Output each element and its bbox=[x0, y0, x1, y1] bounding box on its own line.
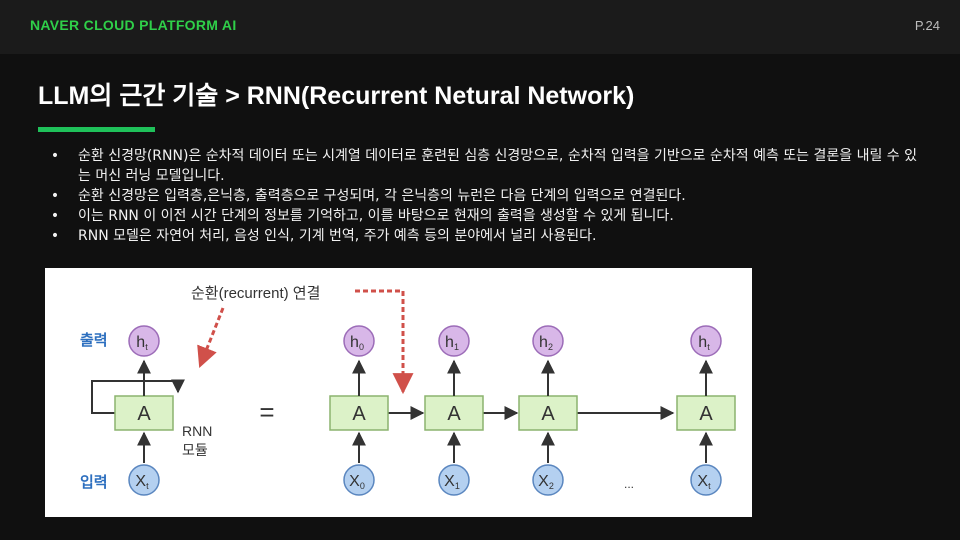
hidden-state-label: h1 bbox=[445, 334, 459, 352]
bullet-text: 이는 RNN 이 이전 시간 단계의 정보를 기억하고, 이를 바탕으로 현재의… bbox=[78, 208, 674, 224]
bullet-item: • RNN 모델은 자연어 처리, 음성 인식, 기계 번역, 주가 예측 등의… bbox=[48, 226, 928, 246]
slide-title: LLM의 근간 기술 > RNN(Recurrent Netural Netwo… bbox=[38, 82, 635, 110]
title-accent-bar bbox=[38, 127, 155, 132]
input-node-label: Xt bbox=[135, 473, 149, 491]
hidden-state-label: ht bbox=[698, 334, 710, 352]
rnn-diagram: 출력 입력 순환(recurrent) 연결 A ht Xt RNN 모듈 = bbox=[45, 268, 752, 517]
bullet-text: 순환 신경망은 입력층,은닉층, 출력층으로 구성되며, 각 은닉층의 뉴런은 … bbox=[78, 188, 686, 204]
hidden-state-label: ht bbox=[136, 334, 148, 352]
time-step-2: A h2 X2 bbox=[518, 325, 578, 496]
input-node-label: X2 bbox=[538, 473, 554, 491]
hidden-state-node bbox=[438, 325, 470, 357]
bullet-text: RNN 모델은 자연어 처리, 음성 인식, 기계 번역, 주가 예측 등의 분… bbox=[78, 228, 597, 244]
unrolled-rnn: ... A h0 X0 A h1 X1 bbox=[329, 325, 736, 496]
rnn-cell-label: A bbox=[137, 403, 151, 425]
rnn-module-label-line2: 모듈 bbox=[182, 442, 208, 458]
rnn-diagram-svg: 출력 입력 순환(recurrent) 연결 A ht Xt RNN 모듈 = bbox=[80, 285, 736, 496]
rnn-cell-label: A bbox=[352, 403, 366, 425]
bullet-marker: • bbox=[50, 148, 60, 164]
input-node bbox=[343, 464, 375, 496]
equals-sign: = bbox=[259, 397, 274, 427]
rnn-cell bbox=[329, 395, 389, 431]
brand-title: NAVER CLOUD PLATFORM AI bbox=[30, 17, 237, 33]
input-node-label: X0 bbox=[349, 473, 365, 491]
rnn-cell bbox=[518, 395, 578, 431]
hidden-state-label: h0 bbox=[350, 334, 364, 352]
bullet-item: • 순환 신경망은 입력층,은닉층, 출력층으로 구성되며, 각 은닉층의 뉴런… bbox=[48, 186, 928, 206]
input-node-label: X1 bbox=[444, 473, 460, 491]
input-node bbox=[438, 464, 470, 496]
bullet-marker: • bbox=[50, 228, 60, 244]
input-label: 입력 bbox=[80, 473, 108, 491]
hidden-state-label: h2 bbox=[539, 334, 553, 352]
input-node bbox=[128, 464, 160, 496]
rnn-cell-label: A bbox=[541, 403, 555, 425]
bullet-marker: • bbox=[50, 188, 60, 204]
bullet-marker: • bbox=[50, 208, 60, 224]
rnn-cell bbox=[676, 395, 736, 431]
hidden-state-node bbox=[690, 325, 722, 357]
ellipsis: ... bbox=[624, 477, 634, 491]
rolled-rnn: A ht Xt RNN 모듈 bbox=[91, 325, 212, 496]
output-label: 출력 bbox=[80, 331, 108, 349]
input-node bbox=[532, 464, 564, 496]
recurrent-connection-arrow bbox=[355, 289, 414, 395]
hidden-state-node bbox=[532, 325, 564, 357]
rnn-cell bbox=[114, 395, 174, 431]
time-step-t: A ht Xt bbox=[676, 325, 736, 496]
recurrent-label: 순환(recurrent) 연결 bbox=[191, 285, 320, 302]
bullet-list: • 순환 신경망(RNN)은 순차적 데이터 또는 시계열 데이터로 훈련된 심… bbox=[48, 146, 928, 246]
rnn-cell-label: A bbox=[447, 403, 461, 425]
hidden-state-node bbox=[128, 325, 160, 357]
recurrent-pointer-arrow bbox=[197, 307, 225, 368]
bullet-item: • 이는 RNN 이 이전 시간 단계의 정보를 기억하고, 이를 바탕으로 현… bbox=[48, 206, 928, 226]
input-node bbox=[690, 464, 722, 496]
header-bar: NAVER CLOUD PLATFORM AI P.24 bbox=[0, 0, 960, 54]
rnn-module-label-line1: RNN bbox=[182, 423, 212, 439]
time-step-0: A h0 X0 bbox=[329, 325, 389, 496]
rnn-cell bbox=[424, 395, 484, 431]
hidden-state-node bbox=[343, 325, 375, 357]
bullet-text: 순환 신경망(RNN)은 순차적 데이터 또는 시계열 데이터로 훈련된 심층 … bbox=[78, 148, 917, 184]
self-loop-arrow bbox=[91, 379, 185, 414]
time-step-1: A h1 X1 bbox=[424, 325, 484, 496]
bullet-item: • 순환 신경망(RNN)은 순차적 데이터 또는 시계열 데이터로 훈련된 심… bbox=[48, 146, 928, 186]
page-number: P.24 bbox=[914, 18, 940, 33]
input-node-label: Xt bbox=[697, 473, 711, 491]
rnn-cell-label: A bbox=[699, 403, 713, 425]
